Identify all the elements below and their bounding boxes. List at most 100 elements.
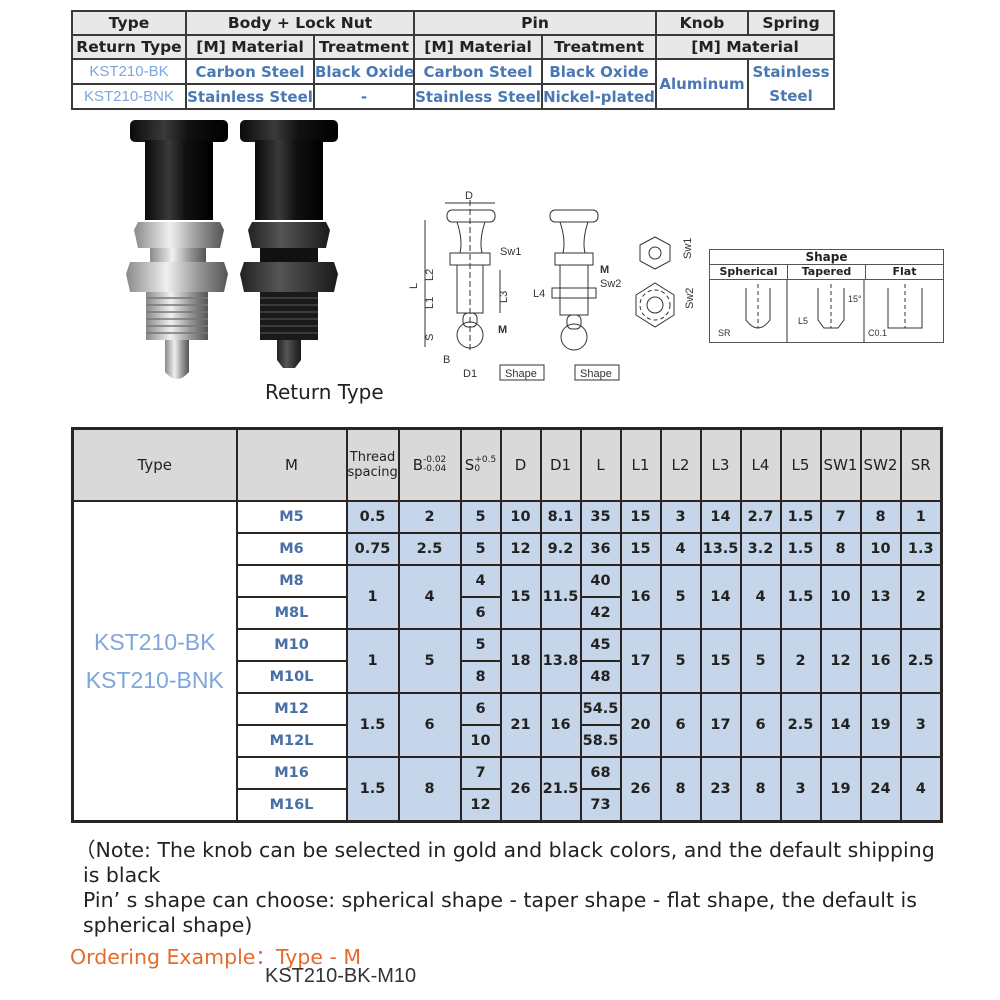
m-cell: M12	[235, 692, 348, 726]
l4-cell: 5	[739, 628, 782, 694]
l-cell: 48	[579, 660, 622, 694]
s-cell: 5	[459, 628, 502, 662]
table-row: M8L 6 42	[73, 596, 942, 630]
sr-cell: 2.5	[899, 628, 943, 694]
col-m: M	[235, 427, 348, 502]
col-l2: L2	[659, 427, 702, 502]
svg-text:L2: L2	[424, 269, 436, 281]
svg-text:S: S	[424, 334, 436, 341]
col-l1: L1	[619, 427, 662, 502]
svg-text:L4: L4	[533, 288, 545, 300]
header-pin-treatment: Treatment	[541, 34, 657, 60]
m-cell: M8	[235, 564, 348, 598]
spring-material: Stainless Steel	[747, 58, 835, 110]
l3-cell: 23	[699, 756, 742, 823]
type-line1: KST210-BK	[94, 629, 216, 655]
svg-text:L5: L5	[798, 316, 808, 326]
col-l5: L5	[779, 427, 822, 502]
sw1-cell: 8	[819, 532, 862, 566]
b-cell: 6	[397, 692, 462, 758]
l1-cell: 20	[619, 692, 662, 758]
d1-cell: 8.1	[539, 500, 582, 534]
l5-cell: 1.5	[779, 532, 822, 566]
sr-cell: 2	[899, 564, 943, 630]
m-cell: M10L	[235, 660, 348, 694]
svg-text:Sw2: Sw2	[600, 278, 621, 290]
l3-cell: 13.5	[699, 532, 742, 566]
d-cell: 15	[499, 564, 542, 630]
sw2-cell: 24	[859, 756, 902, 823]
ordering-example: KST210-BK-M10	[265, 965, 417, 987]
s-cell: 7	[459, 756, 502, 790]
s-cell: 5	[459, 532, 502, 566]
material-row: KST210-BK Carbon Steel Black Oxide Carbo…	[71, 58, 835, 110]
svg-text:Sw2: Sw2	[684, 288, 696, 309]
d-cell: 18	[499, 628, 542, 694]
d1-cell: 16	[539, 692, 582, 758]
m-cell: M6	[235, 532, 348, 566]
thread-cell: 0.75	[345, 532, 400, 566]
svg-text:Sw1: Sw1	[682, 238, 694, 259]
d1-cell: 9.2	[539, 532, 582, 566]
sw2-cell: 10	[859, 532, 902, 566]
table-row: M6 0.75 2.5 5 12 9.2 36 15 4 13.5 3.2 1.…	[73, 532, 943, 566]
header-body-lock-nut: Body + Lock Nut	[185, 10, 415, 36]
table-row: KST210-BK KST210-BNK M5 0.5 2 5 10 8.1 3…	[71, 500, 943, 823]
sw2-cell: 8	[859, 500, 902, 534]
l1-cell: 16	[619, 564, 662, 630]
sw1-cell: 10	[819, 564, 862, 630]
header-body-treatment: Treatment	[313, 34, 415, 60]
header-pin-material: [M] Material	[413, 34, 543, 60]
s-cell: 10	[459, 724, 502, 758]
m-cell: M8L	[235, 596, 348, 630]
d-cell: 21	[499, 692, 542, 758]
l3-cell: 15	[699, 628, 742, 694]
s-cell: 6	[459, 692, 502, 726]
l2-cell: 3	[659, 500, 702, 534]
col-sw2: SW2	[859, 427, 902, 502]
m-cell: M16	[235, 756, 348, 790]
m-cell: M5	[235, 500, 348, 534]
l-cell: 58.5	[579, 724, 622, 758]
table-row: M10L 8 48	[73, 660, 942, 694]
type-line2: KST210-BNK	[85, 667, 224, 693]
l4-cell: 3.2	[739, 532, 782, 566]
svg-text:M: M	[600, 264, 609, 276]
l4-cell: 2.7	[739, 500, 782, 534]
svg-text:C0.1: C0.1	[868, 328, 887, 338]
l-cell: 42	[579, 596, 622, 630]
materials-table: Type Body + Lock Nut Pin Knob Spring Ret…	[71, 10, 835, 110]
sw1-cell: 12	[819, 628, 862, 694]
pin-treatment: Black Oxide	[541, 58, 657, 85]
table-row: M12 1.5 6 6 21 16 54.5 20 6 17 6 2.5 14 …	[73, 692, 943, 758]
b-cell: 4	[397, 564, 462, 630]
b-cell: 5	[397, 628, 462, 694]
material-row: KST210-BNK Stainless Steel - Stainless S…	[71, 83, 834, 110]
material-type: KST210-BK	[71, 58, 187, 85]
thread-cell: 0.5	[345, 500, 400, 534]
d-cell: 12	[499, 532, 542, 566]
l-cell: 68	[579, 756, 622, 790]
d1-cell: 11.5	[539, 564, 582, 630]
s-tol-upper: +0.5	[474, 455, 497, 466]
sw2-cell: 19	[859, 692, 902, 758]
knob-material: Aluminum	[655, 58, 749, 110]
body-treatment: Black Oxide	[313, 58, 415, 85]
svg-text:15°: 15°	[848, 294, 862, 304]
notes: （Note: The knob can be selected in gold …	[75, 838, 935, 938]
note-line2: is black	[83, 863, 161, 887]
m-cell: M10	[235, 628, 348, 662]
col-sw1: SW1	[819, 427, 862, 502]
svg-text:L3: L3	[498, 291, 510, 303]
pin-material: Stainless Steel	[413, 83, 543, 110]
l2-cell: 5	[659, 564, 702, 630]
sr-cell: 1.3	[899, 532, 943, 566]
b-cell: 2	[397, 500, 462, 534]
header-return-type: Return Type	[71, 34, 187, 60]
b-cell: 2.5	[397, 532, 462, 566]
svg-text:Sw1: Sw1	[500, 246, 521, 258]
dim-D: D	[465, 190, 473, 202]
header-spring: Spring	[747, 10, 835, 36]
